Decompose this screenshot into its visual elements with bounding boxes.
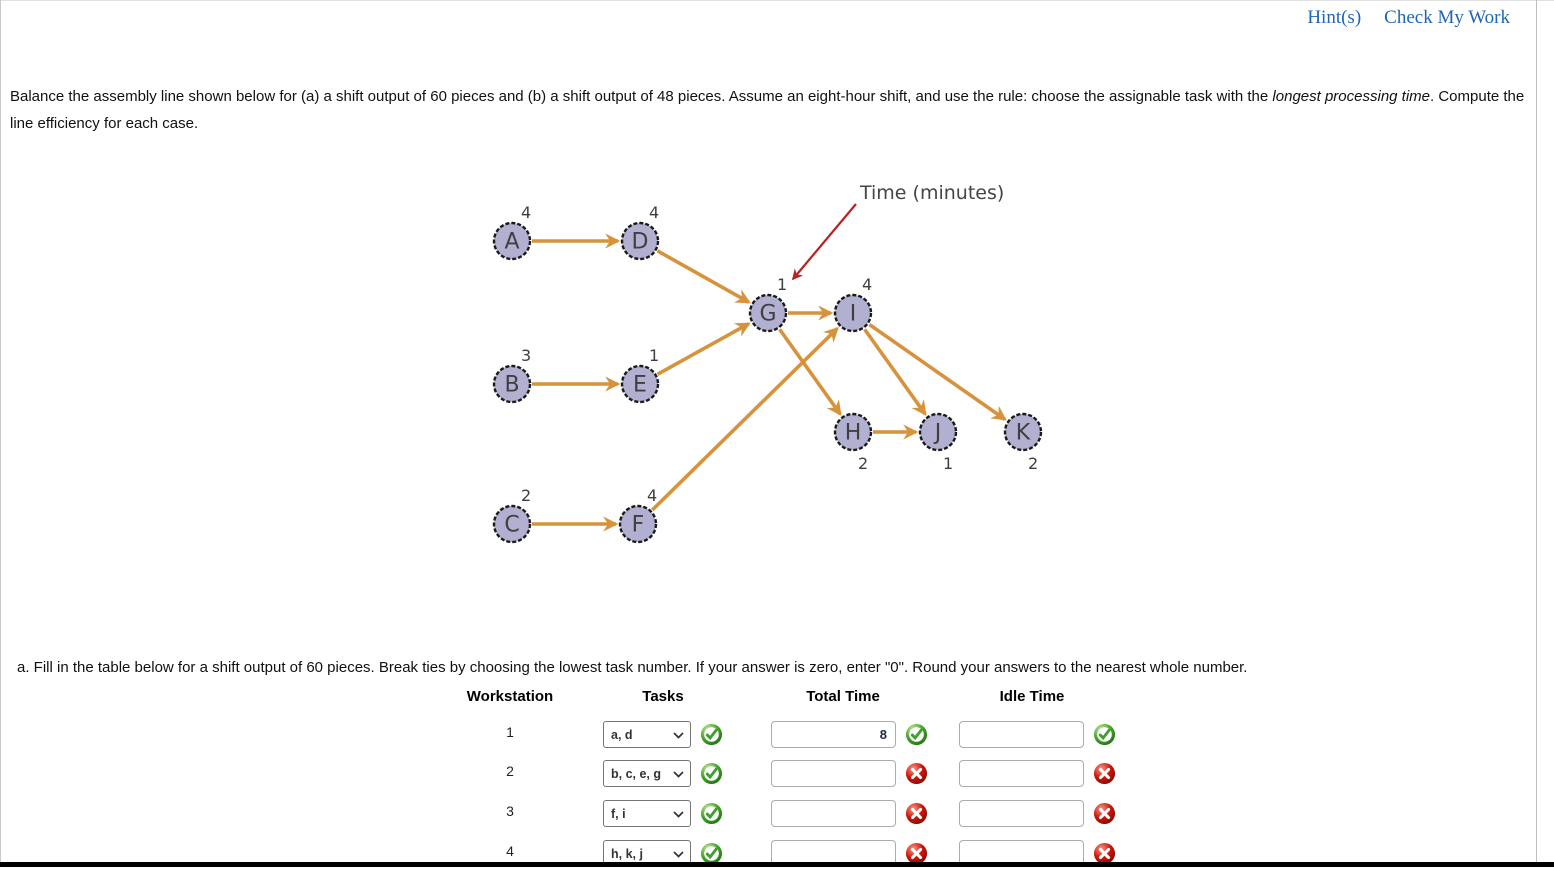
task-letter-D: D xyxy=(632,230,649,255)
x-icon xyxy=(1093,802,1116,825)
check-icon xyxy=(700,842,723,865)
idle-time-input[interactable] xyxy=(959,800,1084,827)
status-icon xyxy=(905,802,928,825)
edge-G-H xyxy=(778,328,842,416)
edge-I-K xyxy=(868,322,1007,421)
status-icon xyxy=(905,842,928,865)
status-icon xyxy=(1093,842,1116,865)
task-letter-F: F xyxy=(632,513,645,538)
x-icon xyxy=(905,802,928,825)
tasks-select[interactable]: b, c, e, g xyxy=(603,760,691,787)
x-icon xyxy=(905,762,928,785)
edge-E-G xyxy=(656,322,751,376)
task-time-D: 4 xyxy=(649,203,659,222)
status-icon xyxy=(700,842,723,865)
table-row: 1 a, d xyxy=(0,721,1554,751)
status-icon xyxy=(1093,802,1116,825)
task-node-D xyxy=(620,221,660,261)
status-icon xyxy=(1093,762,1116,785)
annotation-arrow xyxy=(791,203,857,281)
left-border xyxy=(0,0,1,869)
check-icon xyxy=(905,723,928,746)
task-letter-J: J xyxy=(933,421,942,446)
total-time-input[interactable] xyxy=(771,760,896,787)
task-time-H: 2 xyxy=(858,454,868,473)
status-icon xyxy=(700,762,723,785)
content-divider xyxy=(1536,0,1537,869)
task-node-H xyxy=(833,412,873,452)
problem-text-italic: longest processing time xyxy=(1272,88,1431,105)
top-border xyxy=(0,0,1554,1)
problem-statement: Balance the assembly line shown below fo… xyxy=(10,84,1526,137)
total-time-input[interactable] xyxy=(771,800,896,827)
task-node-B xyxy=(492,364,532,404)
workstation-number: 3 xyxy=(506,803,514,819)
column-header-idle-time: Idle Time xyxy=(999,688,1065,705)
task-time-K: 2 xyxy=(1028,454,1038,473)
task-time-J: 1 xyxy=(943,454,953,473)
idle-time-input[interactable] xyxy=(959,760,1084,787)
check-icon xyxy=(700,802,723,825)
column-header-workstation: Workstation xyxy=(466,688,554,705)
hints-link[interactable]: Hint(s) xyxy=(1307,7,1362,28)
part-a-instructions: a. Fill in the table below for a shift o… xyxy=(17,659,1248,676)
check-my-work-link[interactable]: Check My Work xyxy=(1384,7,1510,28)
column-header-tasks: Tasks xyxy=(642,688,684,705)
task-node-I xyxy=(833,293,873,333)
workstation-number: 2 xyxy=(506,763,514,779)
table-row: 3 f, i xyxy=(0,800,1554,830)
header-links: Hint(s) Check My Work xyxy=(1307,7,1510,29)
task-time-C: 2 xyxy=(521,486,531,505)
problem-text-1: Balance the assembly line shown below fo… xyxy=(10,88,1273,105)
task-node-E xyxy=(620,364,660,404)
status-icon xyxy=(700,802,723,825)
status-icon xyxy=(905,723,928,746)
task-letter-G: G xyxy=(759,302,776,327)
x-icon xyxy=(1093,842,1116,865)
task-time-I: 4 xyxy=(862,275,872,294)
problem-text-2: . Compute the line efficiency for each c… xyxy=(10,88,1525,132)
task-time-B: 3 xyxy=(521,346,531,365)
x-icon xyxy=(905,842,928,865)
task-letter-I: I xyxy=(850,302,857,327)
check-icon xyxy=(700,723,723,746)
status-icon xyxy=(700,723,723,746)
task-time-A: 4 xyxy=(521,203,531,222)
status-icon xyxy=(905,762,928,785)
total-time-input[interactable] xyxy=(771,721,896,748)
task-letter-E: E xyxy=(633,373,647,398)
task-node-K xyxy=(1003,412,1043,452)
task-time-F: 4 xyxy=(647,486,657,505)
edge-I-J xyxy=(863,328,927,416)
task-node-C xyxy=(492,504,532,544)
tasks-select[interactable]: f, i xyxy=(603,800,691,827)
task-node-F xyxy=(618,504,658,544)
check-icon xyxy=(1093,723,1116,746)
tasks-select[interactable]: a, d xyxy=(603,721,691,748)
page-bottom-gap xyxy=(0,867,1554,869)
task-letter-A: A xyxy=(504,230,519,255)
task-node-G xyxy=(748,293,788,333)
check-icon xyxy=(700,762,723,785)
task-time-E: 1 xyxy=(649,346,659,365)
task-letter-C: C xyxy=(504,513,519,538)
task-time-G: 1 xyxy=(777,275,787,294)
time-label: Time (minutes) xyxy=(859,182,1004,204)
page-bottom-edge xyxy=(0,862,1554,867)
task-letter-H: H xyxy=(845,421,862,446)
column-header-total-time: Total Time xyxy=(806,688,880,705)
edge-F-I xyxy=(651,326,839,512)
task-node-A xyxy=(492,221,532,261)
table-row: 2 b, c, e, g xyxy=(0,760,1554,790)
edge-D-G xyxy=(656,249,751,304)
task-node-J xyxy=(918,412,958,452)
task-letter-B: B xyxy=(504,373,519,398)
idle-time-input[interactable] xyxy=(959,721,1084,748)
x-icon xyxy=(1093,762,1116,785)
workstation-number: 4 xyxy=(506,843,514,859)
workstation-number: 1 xyxy=(506,724,514,740)
status-icon xyxy=(1093,723,1116,746)
task-letter-K: K xyxy=(1016,421,1031,446)
